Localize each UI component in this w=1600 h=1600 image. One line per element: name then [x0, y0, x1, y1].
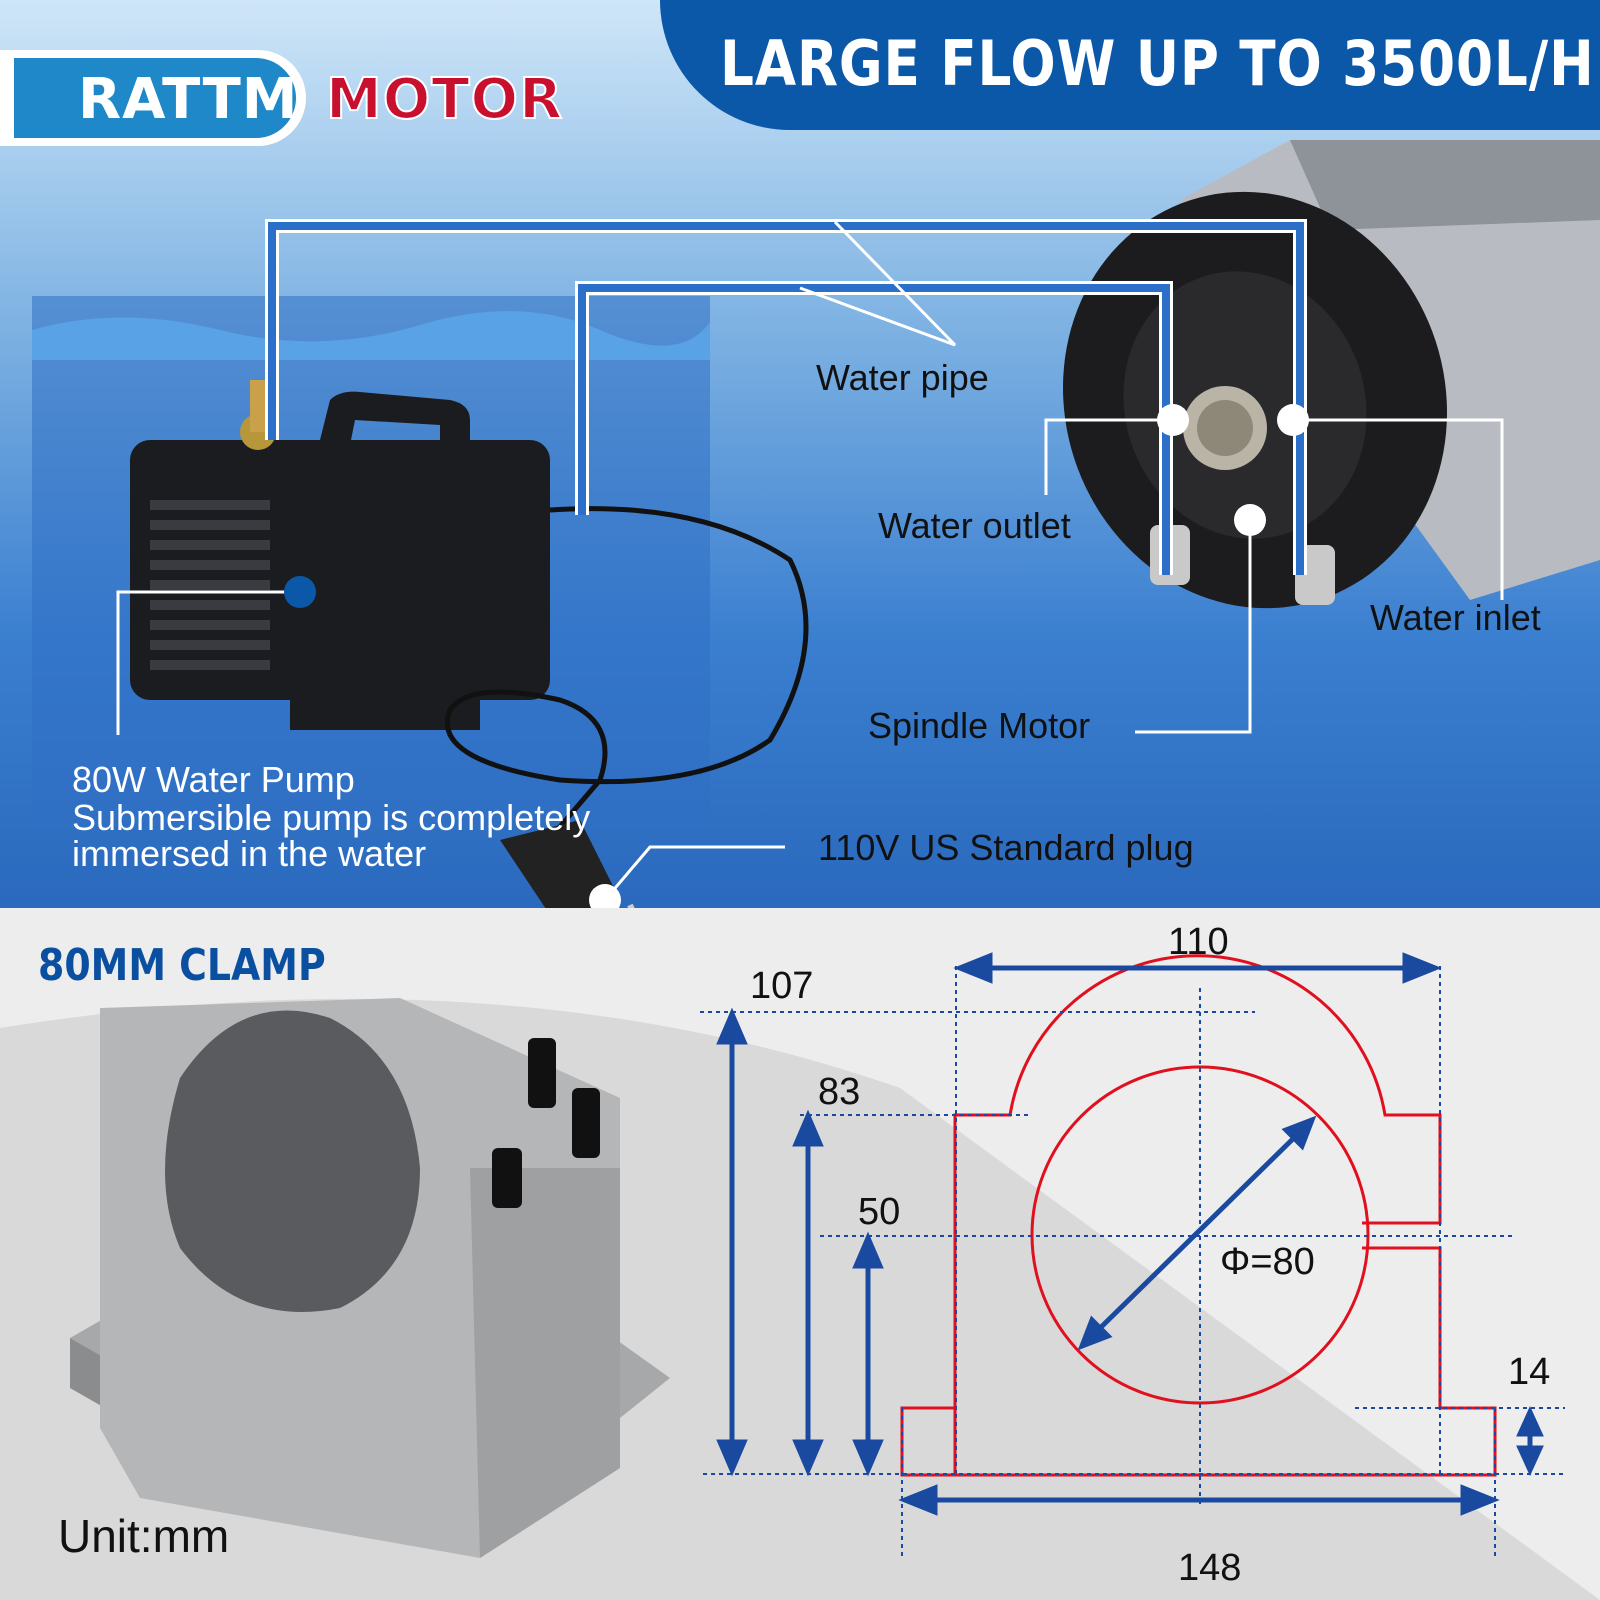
water-pump-image: [130, 380, 550, 730]
brand-logo-pill: [14, 58, 296, 138]
water-inlet-label: Water inlet: [1370, 597, 1541, 638]
clamp-image: [70, 998, 670, 1558]
dimension-arrows: [716, 952, 1544, 1516]
water-outlet-label: Water outlet: [878, 505, 1071, 546]
plug-image: [500, 820, 620, 908]
spindle-marker: [1234, 504, 1266, 536]
pump-title-label: 80W Water Pump: [72, 759, 355, 800]
unit-label: Unit:mm: [58, 1510, 230, 1562]
pump-spindle-illustration: [32, 140, 1600, 908]
pump-spindle-panel: [0, 0, 1600, 908]
headline-banner: [660, 0, 1600, 130]
callout-lines: [116, 220, 1504, 901]
reference-lines: [700, 966, 1565, 1558]
plug-marker: [589, 884, 621, 908]
plug-label: 110V US Standard plug: [818, 827, 1194, 868]
pump-desc-line-1: Submersible pump is completely: [72, 797, 591, 838]
brand-name: RATTM: [78, 67, 299, 132]
pump-desc-line-2: immersed in the water: [72, 833, 427, 874]
dim-diameter: Φ=80: [1220, 1241, 1315, 1283]
dim-width-top: 110: [1168, 921, 1229, 963]
dim-base-thickness: 14: [1508, 1351, 1551, 1393]
dim-width-base: 148: [1178, 1547, 1242, 1589]
water-outlet-marker: [1157, 404, 1189, 436]
spindle-motor-label: Spindle Motor: [868, 705, 1091, 746]
clamp-title: 80MM CLAMP: [38, 940, 326, 991]
brand-suffix: MOTOR: [325, 66, 564, 133]
dim-height-total: 107: [750, 965, 814, 1007]
clamp-panel: [0, 908, 1600, 1600]
dim-height-center: 50: [858, 1191, 901, 1233]
clamp-illustration: [0, 952, 1600, 1600]
headline: LARGE FLOW UP TO 3500L/H: [720, 27, 1595, 100]
water-inlet-marker: [1277, 404, 1309, 436]
pump-marker: [284, 576, 316, 608]
power-cord: [444, 506, 809, 852]
water-pipe-label: Water pipe: [816, 357, 989, 398]
dim-height-step: 83: [818, 1071, 861, 1113]
water-surface: [32, 311, 710, 360]
